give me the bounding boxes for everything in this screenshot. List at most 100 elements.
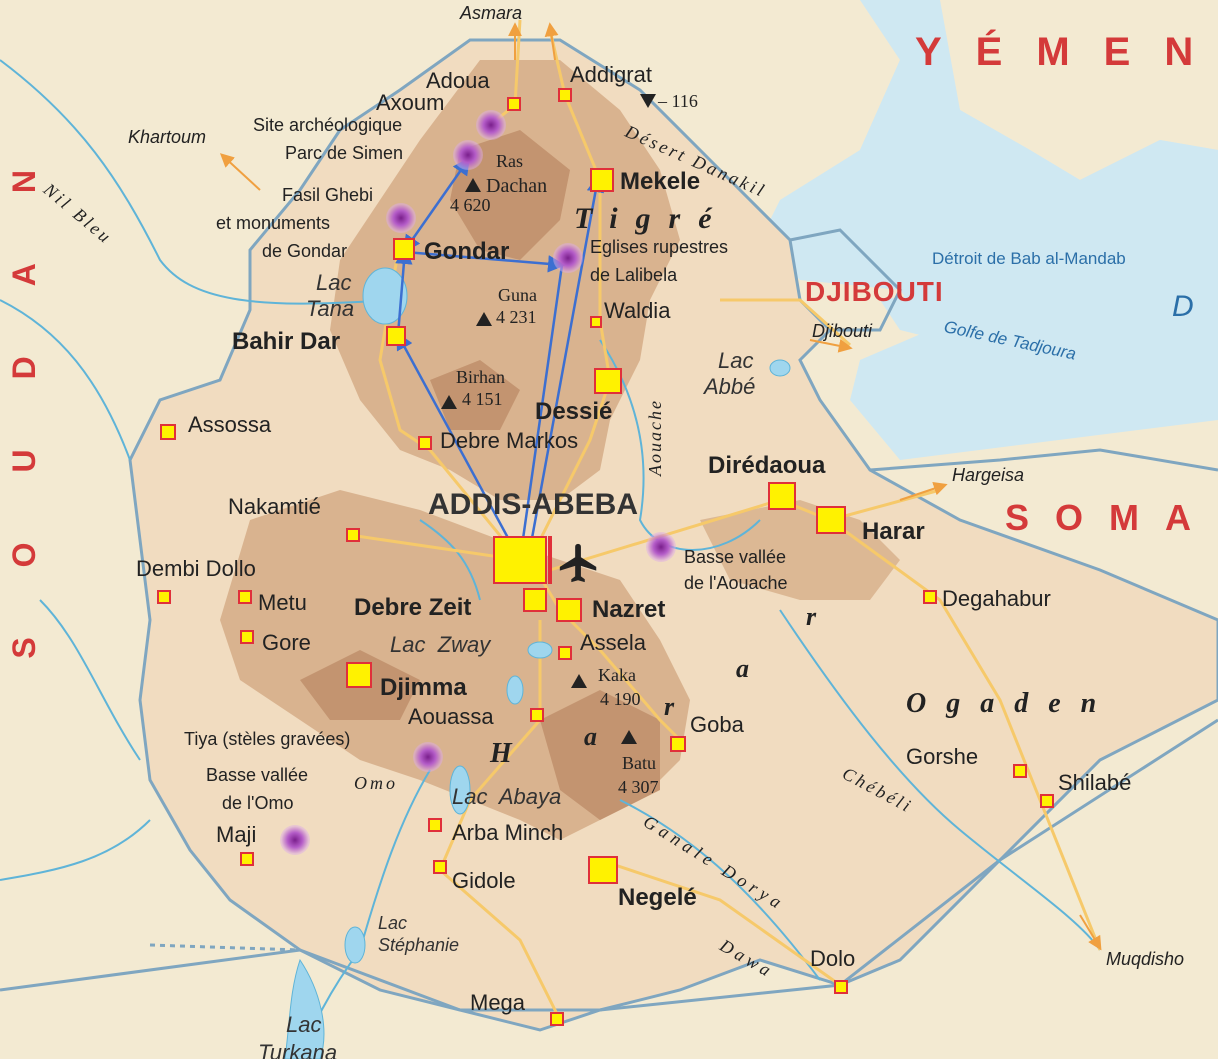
label-gorshe: Gorshe	[906, 744, 979, 769]
label-guna-2: 4 231	[496, 307, 537, 327]
label-water-d: D	[1172, 290, 1194, 323]
label-diredaoua: Dirédaoua	[708, 452, 826, 479]
label-omo-river: Omo	[354, 773, 398, 793]
label-degahabur: Degahabur	[942, 586, 1051, 611]
label-omo-site-2: de l'Omo	[222, 793, 294, 813]
mountain-peak-icon	[465, 178, 481, 192]
city-marker-adoua	[507, 97, 521, 111]
label-assela: Assela	[580, 630, 647, 655]
heritage-site-dot-icon	[413, 742, 443, 772]
city-marker-assossa	[160, 424, 176, 440]
label-lalibela-1: Eglises rupestres	[590, 237, 729, 257]
heritage-site-dot-icon	[280, 825, 310, 855]
label-lac-stephanie-2: Stéphanie	[378, 935, 460, 955]
city-marker-dessie	[594, 368, 622, 394]
label-nakamtie: Nakamtié	[228, 494, 321, 519]
label-gidole: Gidole	[452, 868, 516, 893]
label-gore: Gore	[262, 630, 311, 655]
label-birhan-1: Birhan	[456, 367, 505, 387]
city-marker-metu	[238, 590, 252, 604]
label-tiya: Tiya (stèles gravées)	[184, 729, 351, 749]
label-kaka-2: 4 190	[600, 689, 641, 709]
gulf-of-tadjoura	[880, 290, 1000, 345]
label-nazret: Nazret	[592, 596, 666, 623]
heritage-site-dot-icon	[476, 110, 506, 140]
label-harar: Harar	[862, 518, 925, 545]
highland-core-3	[540, 690, 660, 820]
city-marker-gidole	[433, 860, 447, 874]
label-birhan-2: 4 151	[462, 389, 503, 409]
label-lac-zway: Lac Zway	[390, 632, 491, 657]
city-marker-waldia	[590, 316, 602, 328]
label-simen: Parc de Simen	[285, 143, 404, 163]
label-tigre: Tigré	[574, 202, 730, 235]
label-gondar-site-3: de Gondar	[262, 241, 348, 261]
label-harar-region-r: r	[806, 602, 817, 631]
label-harar-region-h: H	[490, 738, 512, 769]
label-lac-abbe-1: Lac	[718, 348, 754, 373]
city-marker-aouassa	[530, 708, 544, 722]
label-debre-zeit: Debre Zeit	[354, 594, 472, 621]
label-ras-dachan-3: 4 620	[450, 195, 491, 215]
red-sea	[860, 0, 1218, 260]
city-marker-shilabe	[1040, 794, 1054, 808]
label-ras-dachan-2: Dachan	[486, 175, 548, 197]
label-harar-region-a2: a	[584, 722, 597, 751]
label-lac-turkana-1: Lac	[286, 1012, 322, 1037]
label-aouache-site-2: de l'Aouache	[684, 573, 788, 593]
capital-accent-bar	[548, 536, 552, 584]
label-muqdisho: Muqdisho	[1106, 949, 1185, 969]
mountain-peak-icon	[571, 674, 587, 688]
label-maji: Maji	[216, 822, 257, 847]
label-harar-region-r2: r	[664, 692, 675, 721]
label-lac-stephanie-1: Lac	[378, 913, 408, 933]
heritage-site-dot-icon	[453, 140, 483, 170]
label-bab-al-mandab: Détroit de Bab al-Mandab	[932, 249, 1126, 268]
somalia-border	[869, 448, 1218, 472]
label-guna-1: Guna	[498, 285, 537, 305]
label-adoua: Adoua	[426, 68, 490, 93]
city-marker-nazret	[556, 598, 582, 622]
city-marker-debre-zeit	[523, 588, 547, 612]
city-marker-assela	[558, 646, 572, 660]
label-khartoum: Khartoum	[128, 127, 207, 147]
city-marker-bahir-dar	[386, 326, 406, 346]
harar-highlands	[700, 500, 900, 600]
heritage-site-dot-icon	[646, 532, 676, 562]
label-batu-2: 4 307	[618, 777, 659, 797]
label-lac-abbe-2: Abbé	[704, 374, 756, 399]
city-marker-mega	[550, 1012, 564, 1026]
depression-triangle-icon	[640, 94, 656, 108]
label-dolo: Dolo	[810, 946, 856, 971]
label-harar-region-a: a	[736, 654, 749, 683]
airplane-icon	[559, 543, 597, 583]
label-debre-markos: Debre Markos	[440, 428, 579, 453]
lakes	[284, 267, 791, 1059]
external-road-arrows	[219, 22, 1102, 951]
label-goba: Goba	[690, 712, 744, 737]
label-metu: Metu	[258, 590, 307, 615]
city-marker-dolo	[834, 980, 848, 994]
label-djibouti-city: Djibouti	[812, 321, 873, 341]
city-marker-degahabur	[923, 590, 937, 604]
gulf-of-aden	[900, 260, 1218, 420]
label-bahir-dar: Bahir Dar	[232, 328, 341, 355]
label-assossa: Assossa	[188, 412, 272, 437]
label-lac-tana-1: Lac	[316, 270, 352, 295]
yemen-land	[930, 0, 1218, 180]
mountain-peak-icon	[621, 730, 637, 744]
mountain-peak-icon	[441, 395, 457, 409]
city-marker-debre-markos	[418, 436, 432, 450]
city-marker-harar	[816, 506, 846, 534]
city-marker-mekele	[590, 168, 614, 192]
label-gondar-site-1: Fasil Ghebi	[282, 185, 374, 205]
label-lalibela-2: de Lalibela	[590, 265, 678, 285]
label-asmara: Asmara	[460, 3, 523, 23]
city-marker-arba-minch	[428, 818, 442, 832]
label-gondar-site-2: et monuments	[216, 213, 331, 233]
label-hargeisa: Hargeisa	[952, 465, 1025, 485]
city-marker-gorshe	[1013, 764, 1027, 778]
label-omo-site-1: Basse vallée	[206, 765, 309, 785]
